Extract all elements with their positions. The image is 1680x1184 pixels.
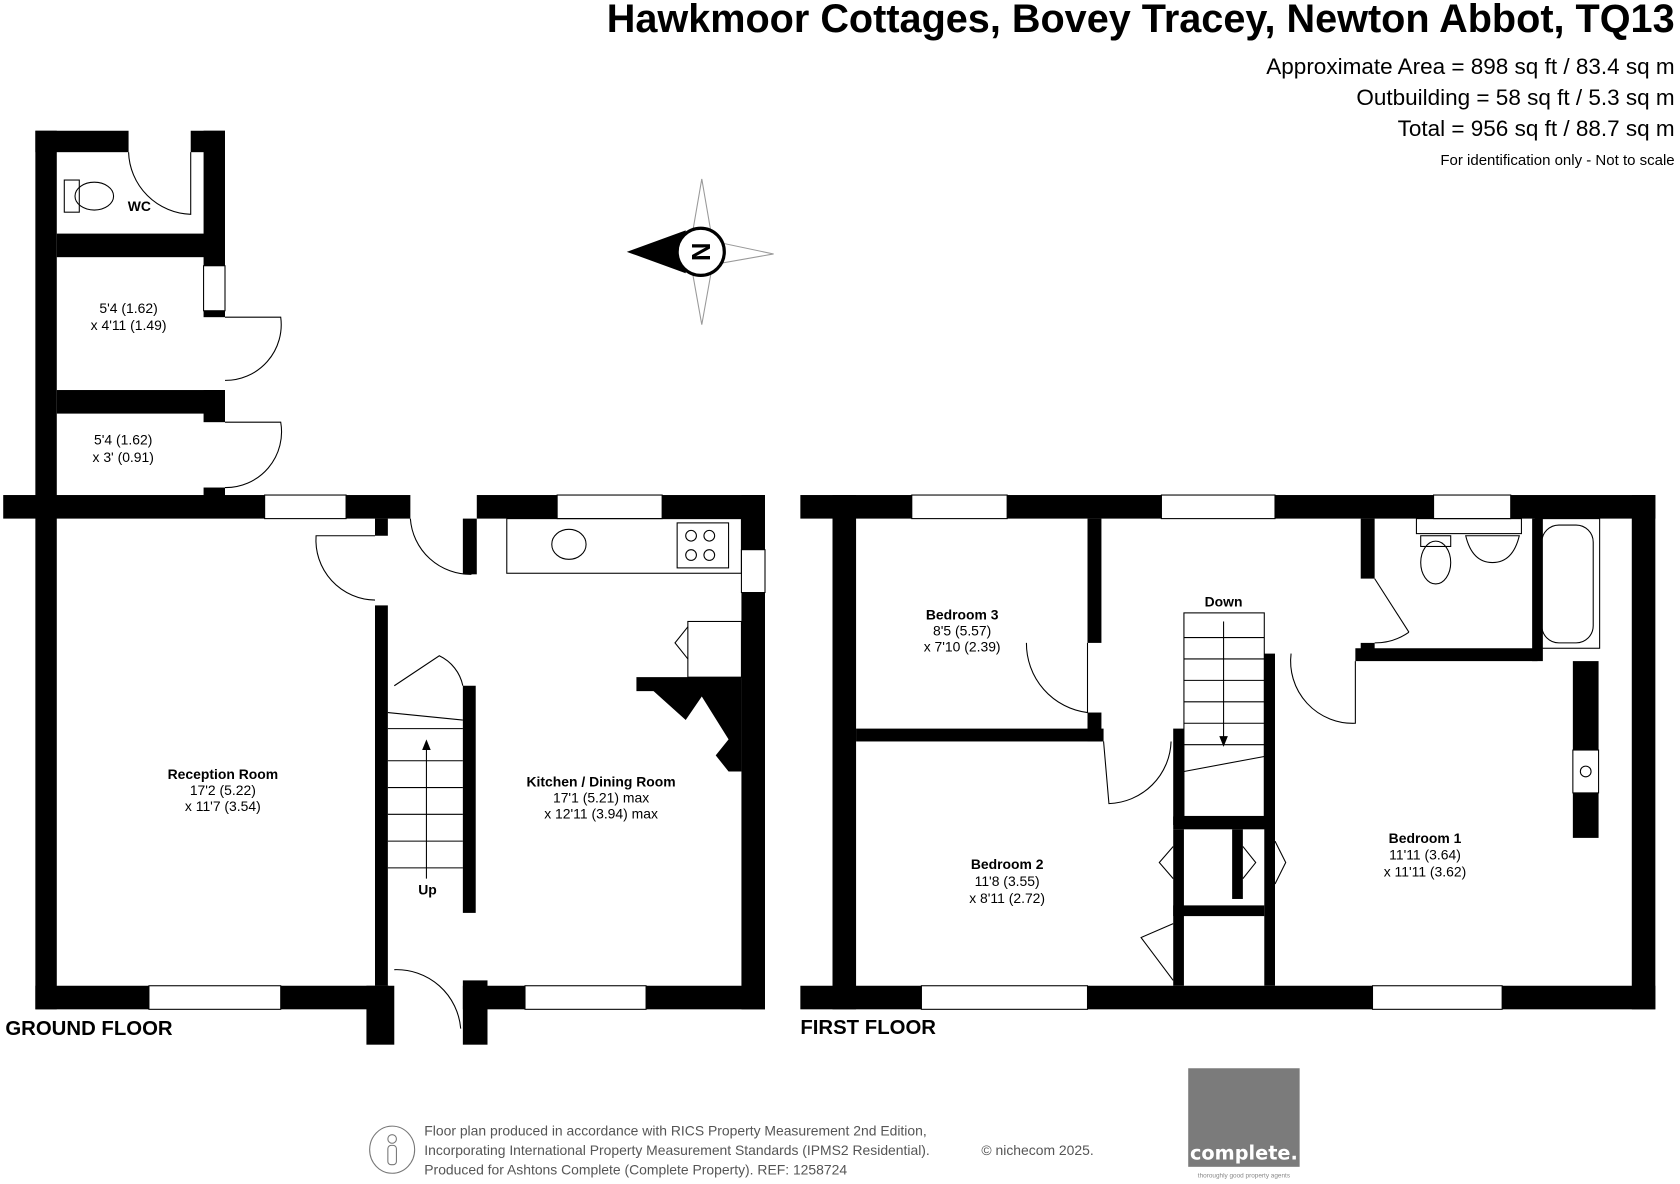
stairs-up-arrow-icon [422, 739, 431, 751]
ground-floor-plan: Up Reception Room 17'2 (5.22) x 11'7 (3.… [3, 494, 766, 1045]
bedroom2-dim1: 11'8 (3.55) [975, 873, 1040, 889]
compass-icon: N [626, 178, 774, 325]
kitchen-dim2: x 12'11 (3.94) max [544, 806, 658, 822]
property-title: Hawkmoor Cottages, Bovey Tracey, Newton … [607, 0, 1675, 41]
reception-room-name: Reception Room [168, 766, 278, 782]
bedroom3-dim1: 8'5 (5.57) [933, 622, 991, 638]
kitchen-dim1: 17'1 (5.21) max [553, 790, 649, 806]
bedroom2-dim2: x 8'11 (2.72) [969, 890, 1045, 906]
outbuilding: WC 5'4 (1.62) x 4'11 (1.49) 5'4 (1.62) x… [35, 130, 283, 499]
bedroom1-dim1: 11'11 (3.64) [1389, 846, 1461, 862]
outbuilding-area: Outbuilding = 58 sq ft / 5.3 sq m [1356, 85, 1674, 110]
logo-tagline: thoroughly good property agents [1198, 1173, 1290, 1180]
stairs-down-arrow-icon [1219, 736, 1228, 747]
store2-dim2: x 3' (0.91) [93, 449, 154, 465]
reception-room-dim2: x 11'7 (3.54) [185, 798, 261, 814]
approx-area: Approximate Area = 898 sq ft / 83.4 sq m [1266, 54, 1674, 79]
footer: Floor plan produced in accordance with R… [369, 1068, 1300, 1180]
store1-dim1: 5'4 (1.62) [99, 300, 157, 316]
bedroom1-dim2: x 11'11 (3.62) [1384, 863, 1467, 879]
total-area: Total = 956 sq ft / 88.7 sq m [1398, 116, 1675, 141]
compass-north-label: N [686, 243, 714, 262]
footer-line1: Floor plan produced in accordance with R… [424, 1123, 926, 1139]
first-floor-label: FIRST FLOOR [800, 1017, 936, 1039]
complete-logo [1188, 1068, 1300, 1167]
bedroom3-name: Bedroom 3 [926, 606, 999, 622]
logo-name: complete. [1190, 1141, 1298, 1164]
first-floor-plan: Down Bedroom 3 8'5 (5.57) x 7'10 (2.39) … [800, 494, 1656, 1039]
hob-icon [676, 522, 730, 569]
sink-icon [551, 528, 587, 560]
kitchen-name: Kitchen / Dining Room [527, 773, 676, 789]
disclaimer: For identification only - Not to scale [1440, 152, 1674, 169]
footer-copyright: © nichecom 2025. [981, 1142, 1093, 1158]
reception-room-dim1: 17'2 (5.22) [190, 782, 256, 798]
stairs-down-label: Down [1205, 593, 1243, 609]
ground-floor-label: GROUND FLOOR [5, 1018, 173, 1040]
person-scale-icon [369, 1125, 416, 1174]
wc-label: WC [128, 198, 151, 214]
store1-dim2: x 4'11 (1.49) [91, 317, 167, 333]
store2-dim1: 5'4 (1.62) [94, 432, 152, 448]
stairs-up-label: Up [418, 882, 437, 898]
footer-line2: Incorporating International Property Mea… [424, 1142, 930, 1158]
bedroom1-name: Bedroom 1 [1389, 830, 1462, 846]
bedroom3-dim2: x 7'10 (2.39) [924, 638, 1001, 654]
footer-line3: Produced for Ashtons Complete (Complete … [424, 1161, 847, 1177]
bedroom2-name: Bedroom 2 [971, 856, 1044, 872]
